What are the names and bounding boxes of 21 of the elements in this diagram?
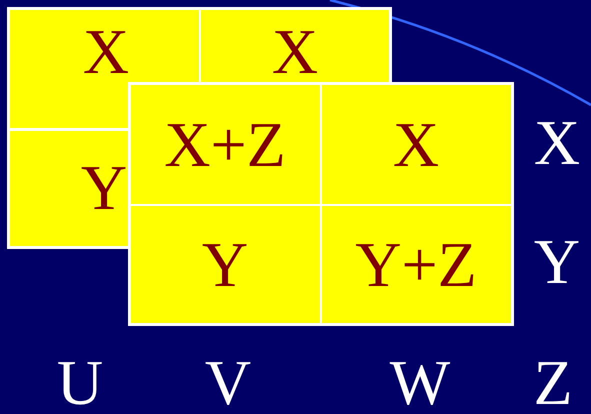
row-label: X: [534, 111, 580, 175]
table-cell: [322, 85, 511, 204]
column-label: V: [204, 351, 252, 414]
table-cell: [131, 85, 320, 204]
table-cell: [200, 7, 392, 82]
cell-text: X: [392, 113, 440, 177]
cell-text: X: [272, 20, 318, 82]
table-cell: [131, 206, 320, 323]
table-cell: [7, 7, 200, 82]
table-frame: [128, 82, 514, 326]
column-label: Z: [533, 351, 573, 414]
table-cell: [7, 82, 128, 249]
cell-text: Y: [80, 156, 128, 220]
column-label: W: [390, 351, 450, 414]
cell-text: Y: [202, 233, 248, 297]
cell-text: Y+Z: [355, 233, 477, 297]
column-label: U: [56, 351, 104, 414]
row-label: Y: [534, 230, 580, 294]
cell-text: X+Z: [164, 113, 286, 177]
table-cell: [322, 206, 511, 323]
cell-text: X: [82, 20, 130, 82]
